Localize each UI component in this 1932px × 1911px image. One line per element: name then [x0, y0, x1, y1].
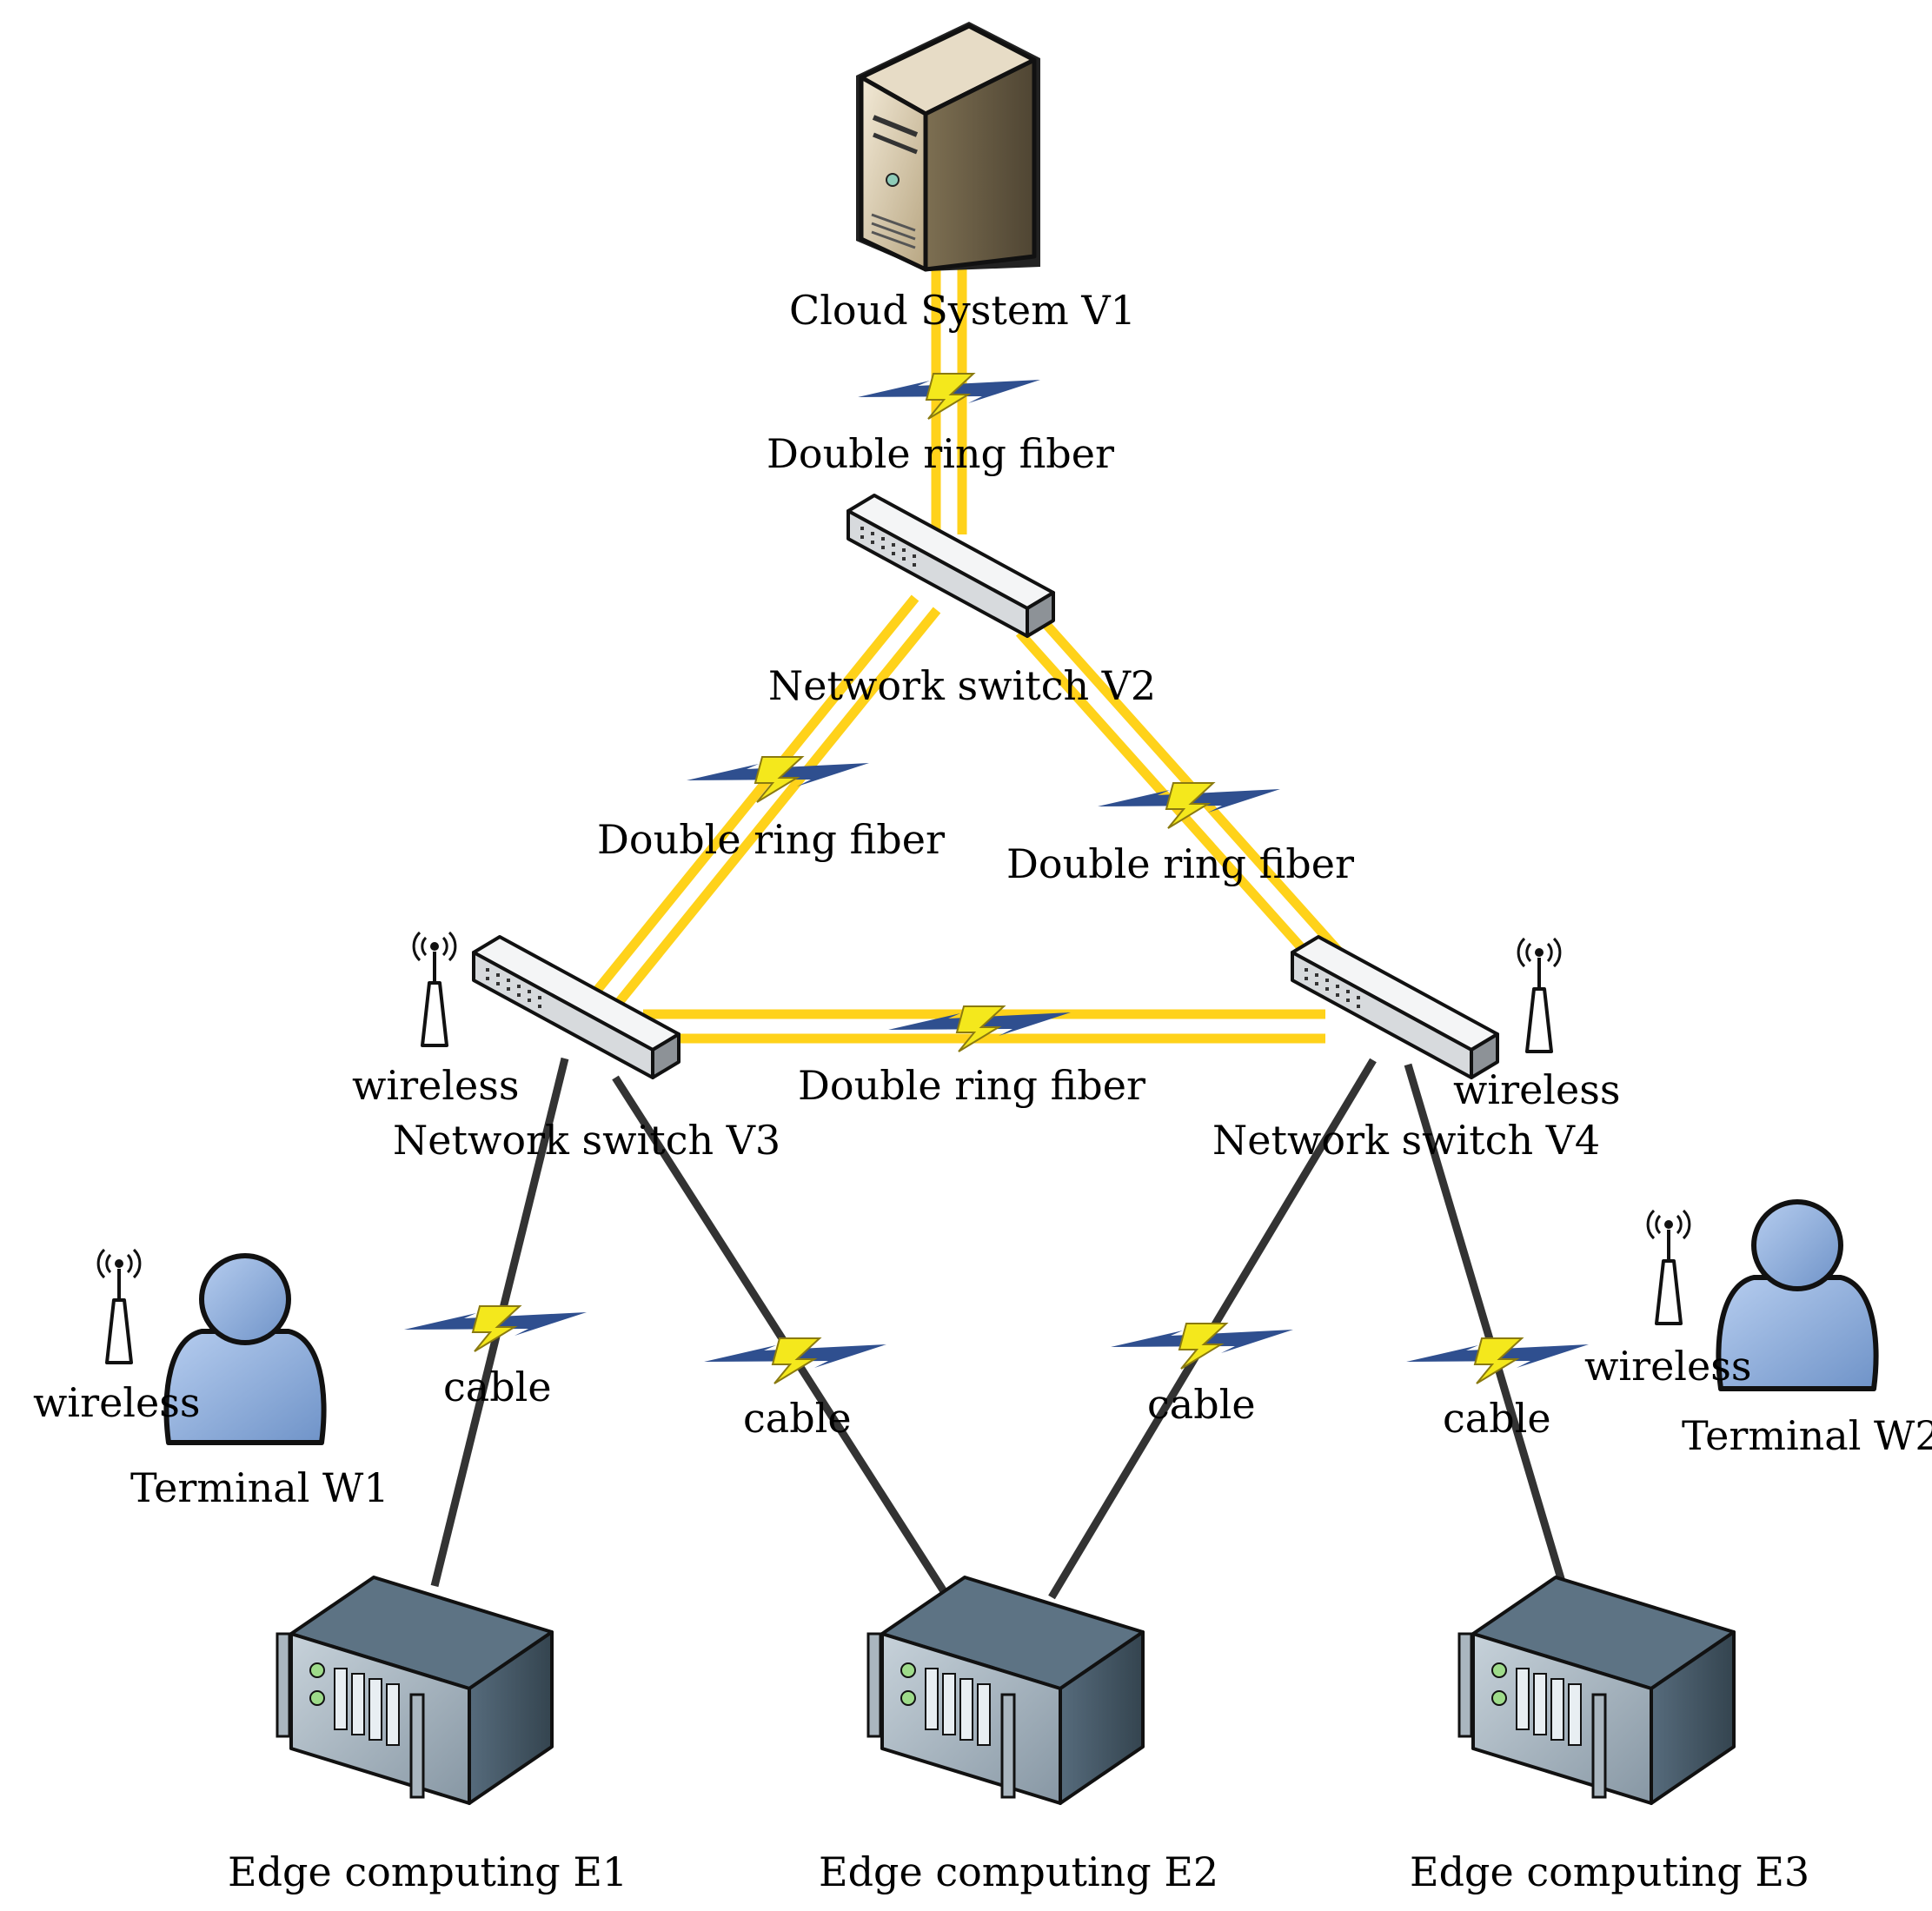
- link-label-fiber-v2-v3: Double ring fiber: [597, 816, 945, 863]
- wireless-label: wireless: [352, 1062, 519, 1109]
- fiber-link-v2-v3: [580, 594, 941, 1022]
- node-label-switch-v3: Network switch V3: [393, 1117, 780, 1164]
- node-label-switch-v2: Network switch V2: [768, 662, 1156, 709]
- antenna-icon: [1646, 1209, 1691, 1325]
- rack-server-icon: [276, 1576, 554, 1805]
- node-label-cloud: Cloud System V1: [789, 287, 1136, 334]
- rack-server-icon: [1457, 1576, 1736, 1805]
- wireless-label: wireless: [33, 1379, 200, 1426]
- link-label-cable-v4-e2: cable: [1147, 1381, 1256, 1428]
- link-bolt-icon: [1110, 1323, 1294, 1370]
- node-label-terminal-w1: Terminal W1: [130, 1464, 389, 1511]
- link-label-cable-v3-e2: cable: [743, 1395, 852, 1442]
- link-label-fiber-v3-v4: Double ring fiber: [798, 1062, 1145, 1109]
- link-bolt-icon: [703, 1337, 887, 1384]
- node-label-terminal-w2: Terminal W2: [1682, 1412, 1932, 1459]
- antenna-icon: [96, 1248, 142, 1364]
- network-switch-icon: [472, 935, 681, 1079]
- antenna-icon: [412, 931, 457, 1047]
- wireless-label: wireless: [1453, 1066, 1620, 1113]
- antenna-icon: [1517, 937, 1562, 1053]
- link-bolt-icon: [857, 373, 1041, 420]
- node-label-edge-e2: Edge computing E2: [819, 1848, 1218, 1895]
- tower-server-icon: [856, 22, 1040, 272]
- wireless-label: wireless: [1584, 1343, 1751, 1390]
- network-switch-icon: [1291, 935, 1499, 1079]
- node-label-switch-v4: Network switch V4: [1212, 1117, 1600, 1164]
- link-label-cable-v4-e3: cable: [1443, 1395, 1551, 1442]
- link-label-fiber-v1-v2: Double ring fiber: [767, 430, 1114, 477]
- node-label-edge-e3: Edge computing E3: [1410, 1848, 1809, 1895]
- network-switch-icon: [846, 494, 1055, 638]
- link-label-cable-v3-e1: cable: [443, 1364, 552, 1410]
- link-label-fiber-v2-v4: Double ring fiber: [1006, 840, 1354, 887]
- rack-server-icon: [866, 1576, 1145, 1805]
- node-label-edge-e1: Edge computing E1: [228, 1848, 627, 1895]
- cable-link-v4-e3: [1404, 1063, 1569, 1592]
- link-bolt-icon: [686, 756, 870, 803]
